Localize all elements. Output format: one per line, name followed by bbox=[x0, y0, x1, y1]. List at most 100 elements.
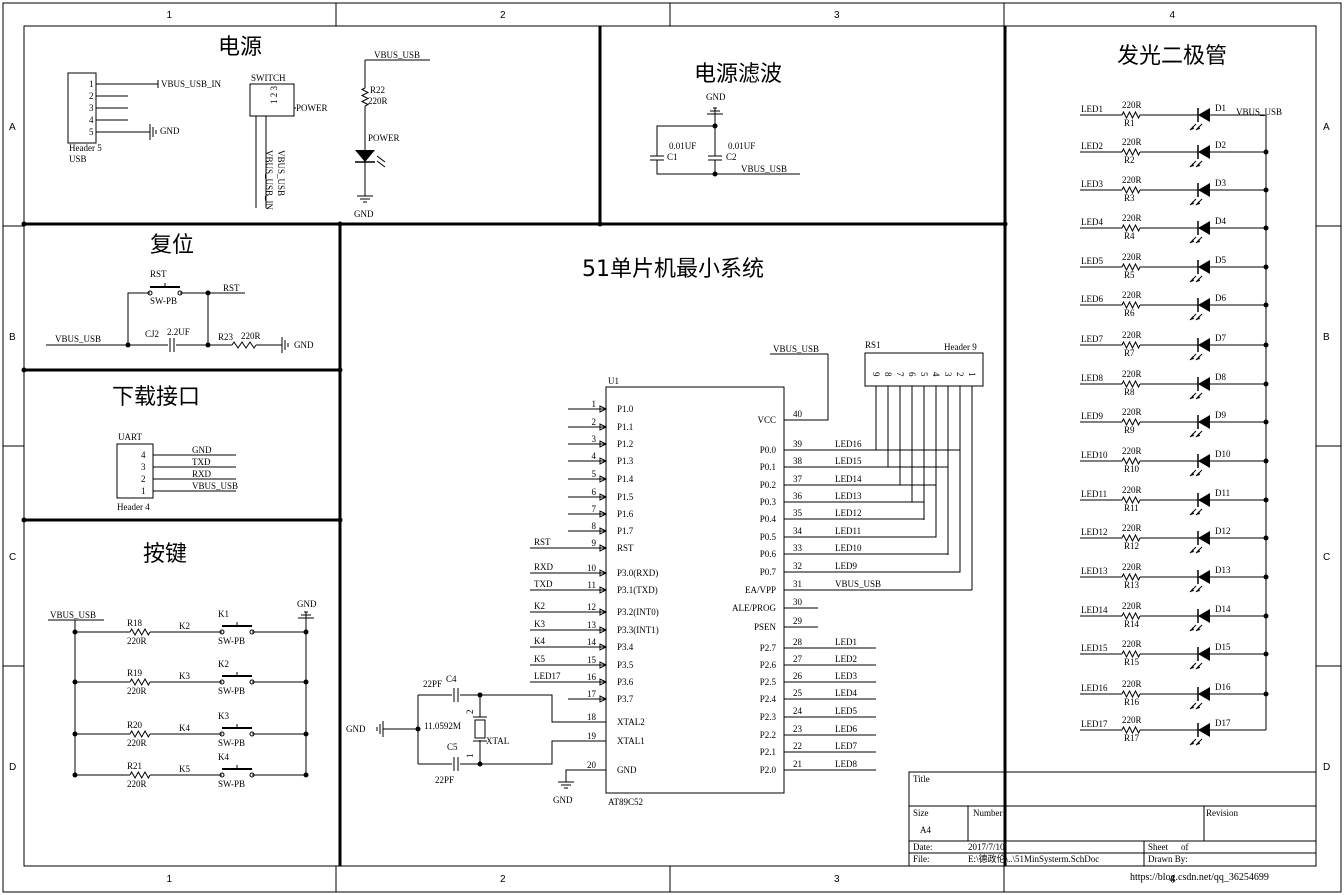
mcu-pin-name: P2.5 bbox=[760, 677, 777, 687]
key-resistor-label: R18 bbox=[127, 618, 143, 628]
key-resistor-label: R21 bbox=[127, 761, 142, 771]
mcu-pin-number: 38 bbox=[793, 456, 803, 466]
key-resistor bbox=[129, 627, 151, 637]
key-net-label: K2 bbox=[179, 621, 190, 631]
led-resistor bbox=[1121, 611, 1141, 621]
led-designator: D11 bbox=[1215, 488, 1230, 498]
c4-capacitor bbox=[453, 688, 459, 702]
junction-dot bbox=[1263, 381, 1269, 387]
led-resistor bbox=[1121, 185, 1141, 195]
led-icon bbox=[1189, 647, 1210, 670]
junction-dot bbox=[337, 367, 343, 373]
junction-dot bbox=[597, 221, 603, 227]
reset-push-button bbox=[147, 283, 183, 296]
pin-arrow-icon bbox=[599, 493, 608, 501]
ground-icon bbox=[357, 195, 373, 203]
mcu-pin-name: XTAL2 bbox=[617, 717, 645, 727]
junction-dot bbox=[1263, 342, 1269, 348]
junction-dot bbox=[1263, 458, 1269, 464]
led-resistor-label: R11 bbox=[1124, 503, 1139, 513]
led-icon bbox=[1189, 338, 1210, 361]
usb-header-name: Header 5 bbox=[69, 143, 102, 153]
junction-dot bbox=[712, 171, 718, 177]
led-designator: D3 bbox=[1215, 178, 1226, 188]
size-value: A4 bbox=[920, 825, 931, 835]
usb-header-pin: 1 bbox=[89, 79, 94, 89]
section-title-reset: 复位 bbox=[150, 233, 194, 258]
mcu-pin-name: P2.4 bbox=[760, 694, 777, 704]
power-vbus-label: VBUS_USB bbox=[374, 50, 420, 60]
c4-value: 22PF bbox=[423, 679, 442, 689]
section-title-leds: 发光二极管 bbox=[1117, 44, 1227, 69]
mcu-pin-name: P3.7 bbox=[617, 694, 634, 704]
mcu-net-label: LED3 bbox=[835, 671, 857, 681]
led-resistor-label: R2 bbox=[1124, 155, 1135, 165]
led-net-label: LED13 bbox=[1081, 566, 1108, 576]
led-resistor-label: R12 bbox=[1124, 541, 1139, 551]
mcu-pin-number: 15 bbox=[587, 655, 597, 665]
mcu-net-label: LED1 bbox=[835, 637, 857, 647]
junction-dot bbox=[21, 367, 27, 373]
mcu-pin-name: P0.6 bbox=[760, 549, 777, 559]
c1-label: C1 bbox=[667, 152, 678, 162]
key-push-button bbox=[219, 765, 255, 778]
mcu-pin-name: P1.0 bbox=[617, 404, 634, 414]
row-label-left: A bbox=[9, 122, 16, 133]
size-label: Size bbox=[913, 808, 929, 818]
mcu-pin-name: P3.0(RXD) bbox=[617, 568, 658, 578]
rs1-pin: 2 bbox=[955, 372, 965, 377]
date-value: 2017/7/10 bbox=[968, 842, 1005, 852]
mcu-pin-number: 3 bbox=[592, 434, 597, 444]
junction-dot bbox=[1002, 221, 1008, 227]
section-title-filter: 电源滤波 bbox=[694, 62, 782, 87]
switch-pins: 1 2 3 bbox=[269, 86, 279, 105]
led-icon bbox=[1189, 493, 1210, 516]
led-icon bbox=[1189, 570, 1210, 593]
ground-icon bbox=[376, 721, 384, 737]
led-resistor bbox=[1121, 456, 1141, 466]
column-label-top: 3 bbox=[834, 10, 840, 21]
mcu-pin-name: P2.6 bbox=[760, 660, 777, 670]
led-resistor-value: 220R bbox=[1122, 562, 1142, 572]
led-resistor-value: 220R bbox=[1122, 290, 1142, 300]
mcu-net-label: LED12 bbox=[835, 508, 862, 518]
mcu-pin-name: P0.4 bbox=[760, 514, 777, 524]
date-label: Date: bbox=[913, 842, 933, 852]
led-resistor bbox=[1121, 689, 1141, 699]
mcu-pin-number: 28 bbox=[793, 637, 803, 647]
junction-dot bbox=[1263, 187, 1269, 193]
mcu-pin-name: P3.6 bbox=[617, 677, 634, 687]
file-value: E:\德政伦\..\51MinSysterm.SchDoc bbox=[968, 853, 1099, 864]
net-label-gnd: GND bbox=[160, 126, 180, 136]
junction-dot bbox=[1263, 651, 1269, 657]
led-resistor bbox=[1121, 300, 1141, 310]
pin-arrow-icon bbox=[599, 475, 608, 483]
number-label: Number bbox=[973, 808, 1003, 818]
led-net-label: LED17 bbox=[1081, 719, 1108, 729]
mcu-pin-name: GND bbox=[617, 765, 637, 775]
mcu-net-label: K2 bbox=[534, 601, 545, 611]
led-net-label: LED11 bbox=[1081, 489, 1107, 499]
pin-arrow-icon bbox=[599, 586, 608, 594]
row-label-left: D bbox=[9, 762, 16, 773]
cj2-value: 2.2UF bbox=[167, 327, 190, 337]
mcu-pin-number: 21 bbox=[793, 759, 802, 769]
junction-dot bbox=[205, 290, 211, 296]
ground-icon bbox=[558, 781, 574, 789]
key-resistor-label: R19 bbox=[127, 668, 143, 678]
mcu-pin-number: 25 bbox=[793, 688, 803, 698]
c4-label: C4 bbox=[446, 674, 457, 684]
key-resistor bbox=[129, 677, 151, 687]
led-icon bbox=[1189, 221, 1210, 244]
power-led-icon bbox=[355, 150, 386, 168]
mcu-pin-name: P0.1 bbox=[760, 462, 776, 472]
switch-body bbox=[249, 83, 295, 117]
led-designator: D5 bbox=[1215, 255, 1226, 265]
led-resistor-label: R6 bbox=[1124, 308, 1135, 318]
junction-dot bbox=[205, 342, 211, 348]
mcu-pin-name: P3.5 bbox=[617, 660, 634, 670]
uart-net-label: RXD bbox=[192, 469, 212, 479]
mcu-pin-name: P3.3(INT1) bbox=[617, 625, 659, 635]
led-net-label: LED4 bbox=[1081, 217, 1103, 227]
keys-gnd-label: GND bbox=[297, 599, 317, 609]
